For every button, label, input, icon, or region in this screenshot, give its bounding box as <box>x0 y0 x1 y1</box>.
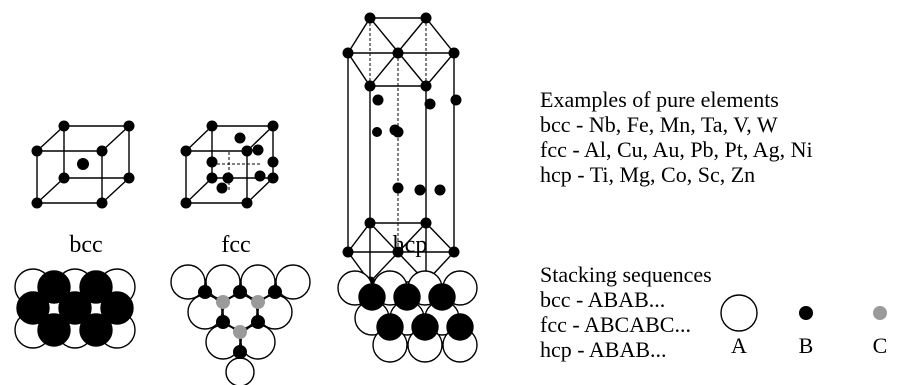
fcc-label: fcc <box>221 232 250 258</box>
hcp-atom <box>342 246 354 258</box>
hcp-hidden-edges <box>369 18 427 252</box>
hcp-label: hcp <box>393 232 428 258</box>
stacking-line-fcc: fcc - ABCABC... <box>540 312 691 337</box>
hcp-atom <box>434 184 446 196</box>
hcp-atom <box>364 12 376 24</box>
fcc-face-center-atom <box>252 144 264 156</box>
hcp-atom <box>392 47 404 59</box>
hcp-atom <box>372 94 384 106</box>
examples-heading: Examples of pure elements <box>540 87 779 112</box>
hcp-atom <box>420 12 432 24</box>
bcc-corner-atom <box>31 197 43 209</box>
hcp-stacking <box>337 270 478 363</box>
fcc-corner-atom <box>267 120 279 132</box>
legend-b-atom <box>799 306 813 320</box>
fcc-face-center-atom <box>216 182 228 194</box>
bcc-corner-atom <box>123 120 135 132</box>
fcc-corner-atom <box>180 145 192 157</box>
fcc-stacking <box>170 264 311 385</box>
bcc-corner-atom <box>96 145 108 157</box>
hcp-atom <box>392 246 404 258</box>
bcc-stacking <box>14 268 136 349</box>
fcc-corner-atom <box>206 172 218 184</box>
hcp-atom <box>392 182 404 194</box>
hcp-atom <box>448 47 460 59</box>
fcc-face-center-atom <box>254 170 266 182</box>
fcc-face-center-atom <box>222 172 234 184</box>
hcp-atom <box>424 98 436 110</box>
hcp-atom <box>364 217 376 229</box>
fcc-stacking-b-atoms <box>198 285 282 359</box>
legend-b-label: B <box>799 333 814 358</box>
hcp-atom <box>420 217 432 229</box>
hcp-atom <box>450 94 462 106</box>
bcc-front-face <box>36 150 103 204</box>
hcp-atom <box>420 80 432 92</box>
legend-c-label: C <box>873 333 888 358</box>
legend-a-atom <box>720 294 758 332</box>
bcc-atoms <box>31 120 135 209</box>
fcc-face-center-atom <box>267 156 279 168</box>
legend-c-atom <box>873 306 887 320</box>
stacking-block: Stacking sequences bcc - ABAB... fcc - A… <box>540 262 712 362</box>
legend-a-label: A <box>731 333 747 358</box>
examples-block: Examples of pure elements bcc - Nb, Fe, … <box>540 87 813 187</box>
bcc-corner-atom <box>123 172 135 184</box>
stacking-legend: A B C <box>720 294 888 358</box>
fcc-stacking-c-atoms <box>216 295 265 339</box>
bcc-label: bcc <box>69 232 102 258</box>
fcc-corner-atom <box>180 197 192 209</box>
hcp-atom <box>364 80 376 92</box>
fcc-corner-atom <box>267 172 279 184</box>
bcc-corner-atom <box>31 145 43 157</box>
bcc-corner-atom <box>58 172 70 184</box>
fcc-face-center-atom <box>234 132 246 144</box>
examples-line-bcc: bcc - Nb, Fe, Mn, Ta, V, W <box>540 112 778 137</box>
hcp-atom <box>372 127 382 137</box>
hcp-atom <box>392 126 404 138</box>
hcp-atom <box>414 184 426 196</box>
fcc-hidden-edges <box>212 152 262 190</box>
stacking-line-bcc: bcc - ABAB... <box>540 287 665 312</box>
examples-line-hcp: hcp - Ti, Mg, Co, Sc, Zn <box>540 162 755 187</box>
bcc-corner-atom <box>58 120 70 132</box>
bcc-body-center-atom <box>77 158 89 170</box>
examples-line-fcc: fcc - Al, Cu, Au, Pb, Pt, Ag, Ni <box>540 137 813 162</box>
fcc-face-center-atom <box>206 156 218 168</box>
fcc-corner-atom <box>241 197 253 209</box>
hcp-atom <box>448 246 460 258</box>
hcp-atom <box>342 47 354 59</box>
fcc-corner-atom <box>241 145 253 157</box>
bcc-back-face <box>63 125 130 179</box>
fcc-atoms <box>180 120 279 209</box>
stacking-line-hcp: hcp - ABAB... <box>540 337 667 362</box>
stacking-heading: Stacking sequences <box>540 262 712 287</box>
fcc-corner-atom <box>206 120 218 132</box>
bcc-corner-atom <box>96 197 108 209</box>
